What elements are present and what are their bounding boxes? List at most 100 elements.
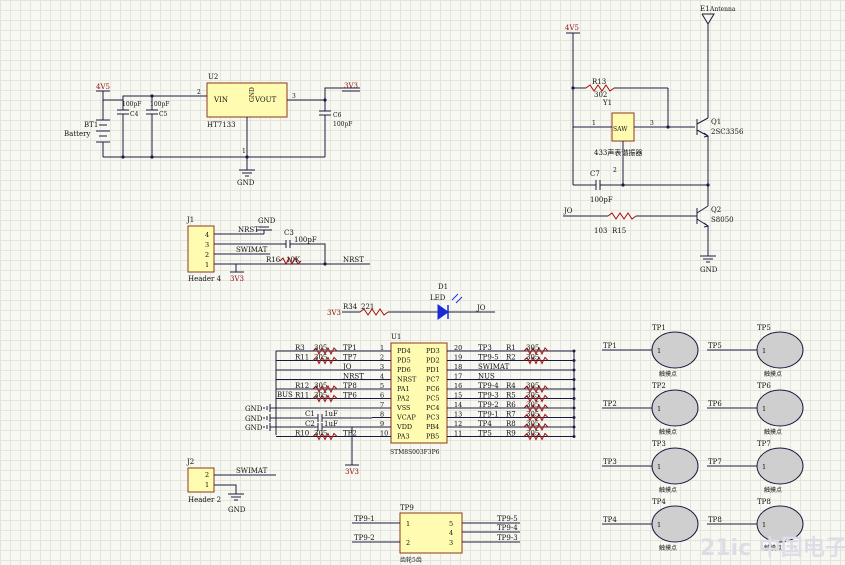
mcu-gnd-symbols: [263, 404, 271, 431]
mcu-pin-name-right: PC5: [426, 395, 439, 403]
mcu-pin-name-left: PD6: [397, 366, 411, 374]
r34-label: R34: [343, 303, 358, 311]
c5-label: C5: [159, 111, 168, 118]
c7-label: C7: [590, 170, 600, 178]
resistor-r13: [585, 84, 615, 92]
battery-ref: BT1: [84, 121, 98, 129]
touchpad-ref: TP1: [652, 324, 666, 332]
mcu-pin-num-left: 6: [380, 392, 384, 400]
mcu-pin-num-left: 7: [380, 401, 384, 409]
j2-name: Header 2: [188, 496, 221, 504]
r16-value: 10K: [286, 256, 301, 264]
touchpad-pin: 1: [657, 405, 661, 413]
j1-name: Header 4: [188, 275, 222, 283]
j2-swimat: SWIMAT: [236, 467, 268, 475]
resistor-r16: [279, 256, 302, 266]
u2-pin2: 2: [197, 89, 201, 96]
resistor-r34: [359, 308, 389, 316]
touchpad-ref: TP8: [757, 498, 771, 506]
y1-body: SAW: [613, 126, 628, 133]
led-section: D1 LED 3V3 R34 221 JO: [327, 283, 495, 320]
mcu-resval-right: 305: [526, 411, 539, 419]
touchpad-pin: 1: [657, 521, 661, 529]
j1-supply: 3V3: [230, 275, 244, 283]
touchpad-pin: 1: [762, 347, 766, 355]
rf-gnd: GND: [700, 266, 718, 274]
mcu-gnd-2: GND: [245, 415, 263, 423]
touchpad-net: TP8: [708, 516, 722, 524]
touchpad-ref: TP7: [757, 440, 771, 448]
transistor-q1: [696, 117, 710, 138]
mcu-net-right: NUS: [478, 373, 495, 381]
resistor-left: [312, 394, 338, 403]
mcu-pin-num-left: 2: [380, 354, 384, 362]
tp9-left-net-2: TP9-2: [354, 534, 375, 542]
j2-body: [187, 467, 215, 493]
q1-ref: Q1: [711, 118, 721, 126]
mcu-pin-num-right: 17: [454, 373, 462, 381]
mcu-net-right: TP3: [478, 344, 492, 352]
vin-net: [102, 91, 198, 101]
mcu-pin-num-left: 9: [380, 420, 384, 428]
tp9-right-net-5: TP9-5: [497, 515, 518, 523]
mcu-pin-name-left: VSS: [396, 404, 411, 412]
mcu-resval-left: 305: [314, 344, 327, 352]
mcu-resval-right: 305: [526, 382, 539, 390]
mcu-pin-num-left: 10: [380, 430, 388, 438]
resistor-left: [312, 384, 338, 394]
led-symbol: [437, 304, 449, 320]
mcu-res-left: R11: [295, 354, 309, 362]
battery-name: Battery: [64, 130, 90, 138]
touchpad-pin: 1: [762, 405, 766, 413]
u2-vin: VIN: [213, 96, 228, 104]
resistor-right: [523, 403, 549, 413]
mcu-body: [390, 342, 448, 444]
mcu-pin-num-right: 11: [454, 430, 462, 438]
capacitor-c6: [319, 100, 331, 157]
mcu-pin-num-right: 18: [454, 363, 462, 371]
touchpad-name: 触摸点: [764, 486, 782, 494]
c3-label: C3: [284, 229, 294, 237]
j1-pin3: 3: [205, 241, 209, 249]
mcu-resval-right: 305: [526, 354, 539, 362]
y1-part: 433声表谐振器: [594, 148, 642, 157]
tp9-right-net-4: TP9-4: [497, 524, 518, 532]
u2-pin3: 3: [292, 93, 296, 100]
antenna-name: Antenna: [709, 6, 736, 13]
led-ref: D1: [438, 283, 448, 291]
touchpad-shape: [756, 505, 804, 543]
u2-vout: VOUT: [254, 96, 277, 104]
j2-pin1: 1: [205, 481, 209, 489]
touchpad-name: 触摸点: [659, 544, 677, 552]
capacitor-c4: [117, 100, 129, 157]
resistor-right: [523, 346, 549, 356]
tp9-left-net-1: TP9-1: [354, 515, 375, 523]
mcu-res-left: R12: [295, 382, 309, 390]
r16-label: R16: [266, 256, 281, 264]
mcu-net-left: TP1: [343, 344, 357, 352]
tp9-pin4: 4: [449, 529, 453, 537]
mcu-net-right: TP4: [478, 420, 492, 428]
mcu-pin-name-right: PB5: [426, 433, 439, 441]
mcu-pin-name-right: PC3: [426, 414, 439, 422]
tp9-name: 齿轮5齿: [400, 556, 422, 564]
mcu-net-left: NRST: [343, 373, 364, 381]
y1-pin3: 3: [650, 120, 654, 127]
u2-pin1: 1: [242, 148, 246, 155]
tp9-pin1: 1: [406, 520, 410, 528]
mcu-pin-name-left: VCAP: [396, 414, 416, 422]
touchpad-ref: TP6: [757, 382, 771, 390]
touchpad-ref: TP4: [652, 498, 666, 506]
mcu-net-right: TP9-5: [478, 354, 499, 362]
c1-value: 1uF: [324, 410, 338, 418]
mcu-res-right: R4: [506, 382, 516, 390]
j1-nrst-out: NRST: [343, 256, 364, 264]
touchpad-ref: TP2: [652, 382, 666, 390]
transistor-q2: [696, 205, 710, 228]
mcu-resval-left: 305: [314, 382, 327, 390]
